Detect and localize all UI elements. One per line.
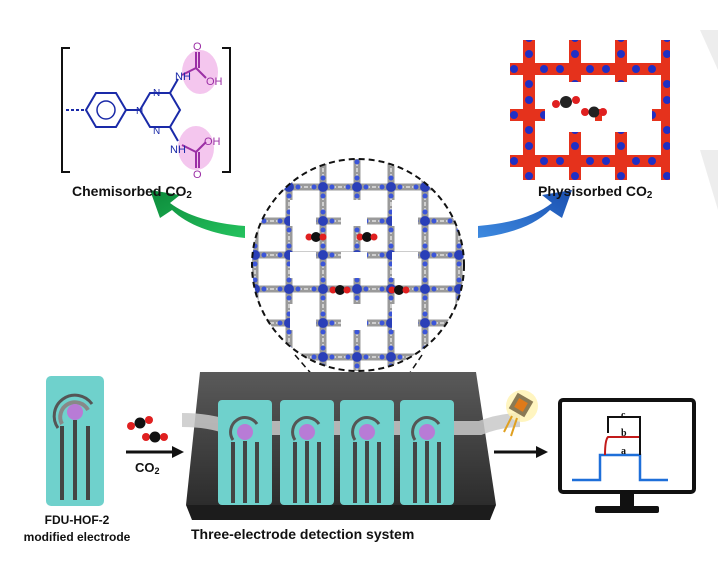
co2-molecule-icon bbox=[127, 416, 153, 430]
modified-electrode bbox=[46, 376, 104, 506]
physisorbed-framework bbox=[510, 40, 670, 180]
corner-decoration bbox=[700, 30, 718, 70]
light-source-icon bbox=[503, 390, 538, 437]
chemisorbed-label: Chemisorbed CO2 bbox=[72, 183, 192, 201]
system-label: Three-electrode detection system bbox=[191, 526, 415, 542]
co2-molecule-icon bbox=[581, 106, 607, 118]
hof-zoom-circle bbox=[251, 158, 465, 372]
electrode-strip bbox=[280, 400, 334, 505]
physisorbed-label: Physisorbed CO2 bbox=[538, 183, 652, 201]
atom-oh-label: OH bbox=[204, 136, 221, 148]
co2-molecule-icon bbox=[552, 96, 580, 108]
chemisorbed-text: Chemisorbed CO bbox=[72, 183, 187, 199]
atom-n-label: N bbox=[153, 126, 160, 137]
atom-n-label: N bbox=[153, 88, 160, 99]
co2-arrow-label: CO2 bbox=[135, 460, 160, 476]
monitor-icon: c b a bbox=[558, 398, 696, 513]
atom-o-label: O bbox=[193, 41, 202, 53]
co2-text: CO bbox=[135, 460, 155, 475]
subscript-2: 2 bbox=[186, 190, 192, 201]
atom-nh-label: NH bbox=[170, 144, 186, 156]
atom-o-label: O bbox=[193, 169, 202, 181]
subscript-2: 2 bbox=[646, 190, 653, 201]
co2-molecule-icon bbox=[305, 232, 327, 242]
electrode-label-line2: modified electrode bbox=[23, 530, 131, 544]
electrode-label-line1: FDU-HOF-2 bbox=[44, 513, 110, 527]
green-curved-arrow bbox=[150, 190, 245, 238]
atom-nh-label: NH bbox=[175, 71, 191, 83]
arrowhead-icon bbox=[536, 446, 548, 458]
co2-molecule-icon bbox=[388, 285, 410, 295]
electrode-strip bbox=[400, 400, 454, 505]
curve-label-b: b bbox=[621, 428, 627, 439]
corner-decoration bbox=[700, 150, 718, 210]
chemical-structure: NH NH OH OH O O N N N bbox=[61, 41, 231, 181]
curve-label-c: c bbox=[621, 410, 626, 421]
curve-b bbox=[604, 436, 640, 456]
electrode-strip bbox=[218, 400, 272, 505]
blue-curved-arrow bbox=[478, 190, 572, 238]
three-electrode-device bbox=[181, 372, 521, 520]
curve-a bbox=[572, 453, 668, 482]
co2-molecule-icon bbox=[329, 285, 351, 295]
arrowhead-icon bbox=[172, 446, 184, 458]
carboxyl-highlight bbox=[178, 126, 214, 170]
curve-c bbox=[607, 416, 641, 455]
zoom-line bbox=[369, 354, 423, 433]
curve-label-a: a bbox=[621, 446, 626, 457]
atom-n-label: N bbox=[136, 106, 143, 117]
atom-oh-label: OH bbox=[206, 76, 223, 88]
subscript-2: 2 bbox=[154, 466, 160, 476]
co2-molecule-icon bbox=[356, 232, 378, 242]
physisorbed-text: Physisorbed CO bbox=[538, 183, 647, 199]
electrode-strip bbox=[340, 400, 394, 505]
co2-molecule-icon bbox=[142, 431, 168, 443]
